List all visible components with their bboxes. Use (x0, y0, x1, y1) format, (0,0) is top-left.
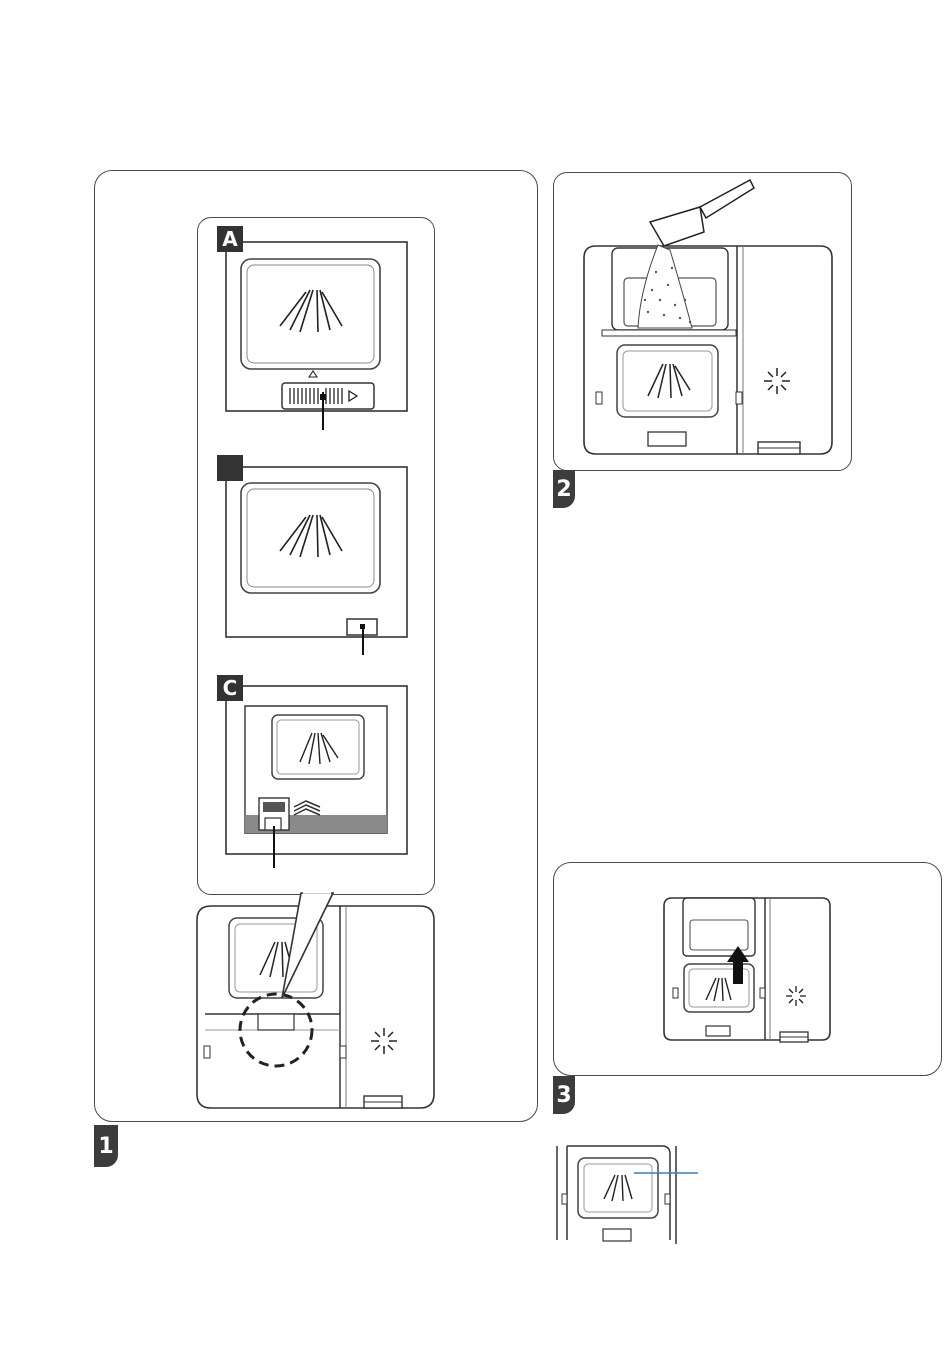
fig4-dispenser-detail (0, 0, 950, 1364)
